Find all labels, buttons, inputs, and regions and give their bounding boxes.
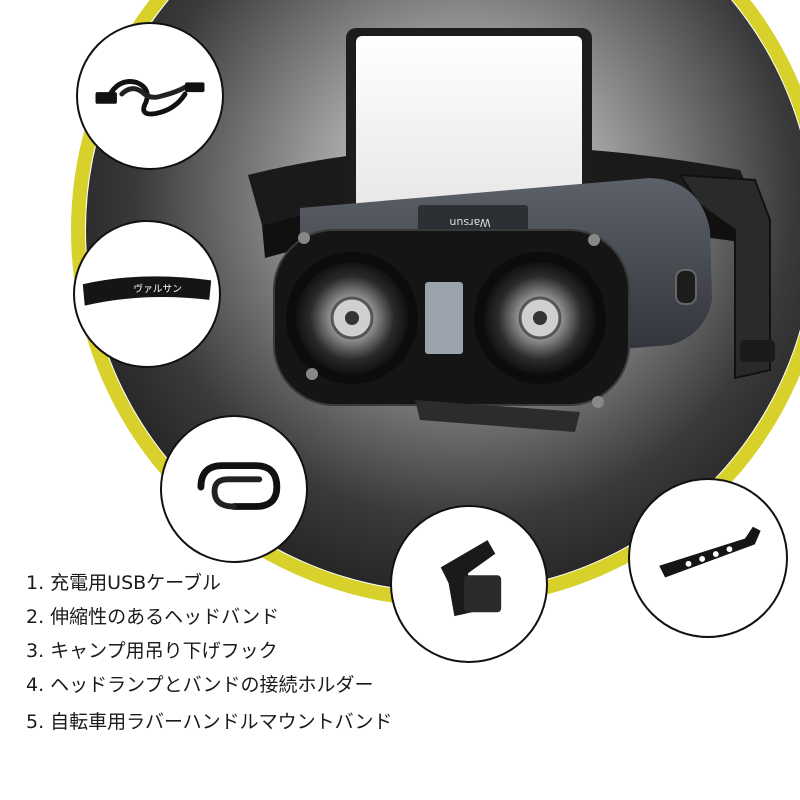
holder-thumbnail — [390, 505, 548, 663]
indicator-window — [425, 282, 463, 354]
usb-cable-thumbnail — [76, 22, 224, 170]
headband-icon: ヴァルサン — [82, 276, 212, 306]
mount-band-thumbnail — [628, 478, 788, 638]
accessory-item-headband: 2. 伸縮性のあるヘッドバンド — [26, 606, 280, 628]
headband-logo-text: ヴァルサン — [133, 282, 182, 295]
rubber-band-icon — [659, 526, 761, 578]
carabiner-icon — [197, 462, 281, 510]
accessory-item-hook: 3. キャンプ用吊り下げフック — [26, 640, 278, 662]
usb-cable-icon — [95, 79, 205, 117]
headband-thumbnail: ヴァルサン — [73, 220, 221, 368]
svg-text:Warsun: Warsun — [449, 216, 490, 229]
accessory-item-usb-cable: 1. 充電用USBケーブル — [26, 572, 222, 594]
holder-clip-icon — [440, 540, 502, 617]
accessory-list: 1. 充電用USBケーブル 2. 伸縮性のあるヘッドバンド 3. キャンプ用吊り… — [26, 566, 393, 739]
accessory-item-holder: 4. ヘッドランプとバンドの接続ホルダー — [26, 674, 374, 696]
side-button — [675, 269, 697, 305]
hook-thumbnail — [160, 415, 308, 563]
accessory-item-mount-band: 5. 自転車用ラバーハンドルマウントバンド — [26, 711, 393, 733]
